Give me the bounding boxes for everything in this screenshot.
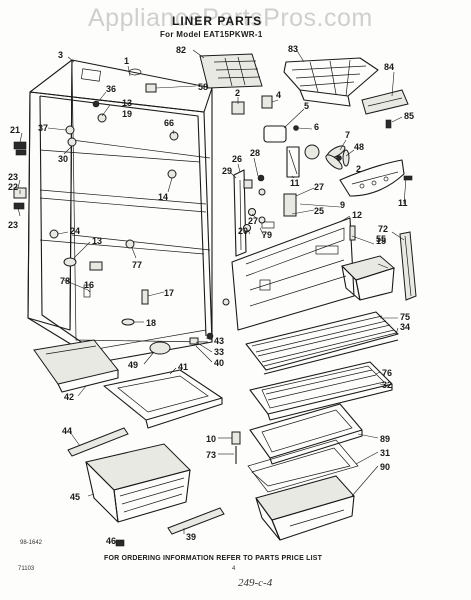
- part-label: 14: [158, 192, 168, 202]
- part-label: 23: [8, 220, 18, 230]
- part-label: 3: [58, 50, 63, 60]
- rear-panel: [231, 217, 356, 331]
- bottom-code: 71103: [18, 566, 35, 572]
- part-label: 15: [376, 236, 386, 246]
- part-label: 13: [122, 98, 132, 108]
- watermark: AppliancePartsPros.com: [88, 4, 373, 32]
- mullion-strip: [399, 231, 417, 301]
- part-label: 5: [304, 101, 309, 111]
- part-label: 25: [314, 206, 324, 216]
- part-label: 49: [128, 360, 138, 370]
- part-label: 83: [288, 44, 298, 54]
- crisper-drawer: [255, 475, 355, 541]
- freezer-basket: [85, 443, 191, 523]
- wire-shelf-top: [245, 311, 399, 375]
- cabinet-small-parts: [13, 83, 179, 326]
- part-label: 85: [404, 111, 414, 121]
- part-label: 11: [290, 178, 300, 188]
- part-label: 44: [62, 426, 72, 436]
- part-label: 27: [314, 182, 324, 192]
- part-label: 36: [106, 84, 116, 94]
- part-number-labels: 3 1 82 83 84 58 2 4 5 85 36 13 19 21 37 …: [8, 44, 414, 546]
- part-label: 2: [235, 88, 240, 98]
- model-subtitle: For Model EAT15PKWR-1: [160, 30, 263, 39]
- handwritten-mark: 249-c-4: [238, 577, 273, 589]
- part-label: 34: [400, 322, 410, 332]
- part-label: 12: [352, 210, 362, 220]
- part-label: 31: [380, 448, 390, 458]
- trim-bracket: [361, 89, 409, 129]
- part-label: 72: [378, 224, 388, 234]
- part-label: 9: [340, 200, 345, 210]
- part-label: 55: [376, 234, 386, 244]
- part-label: 79: [262, 230, 272, 240]
- part-label: 24: [70, 226, 80, 236]
- part-label: 10: [206, 434, 216, 444]
- part-label: 11: [398, 198, 408, 208]
- part-label: 4: [276, 90, 281, 100]
- part-label: 6: [314, 122, 319, 132]
- misc-fasteners: [115, 298, 241, 547]
- part-label: 21: [10, 125, 20, 135]
- part-label: 18: [146, 318, 156, 328]
- part-label: 2: [356, 164, 361, 174]
- drawing-code: 98-1642: [20, 540, 43, 546]
- bottom-rail: [167, 507, 225, 535]
- part-label: 41: [178, 362, 188, 372]
- crisper-cover: [249, 403, 363, 465]
- part-label: 13: [92, 236, 102, 246]
- part-label: 66: [164, 118, 174, 128]
- part-label: 46: [106, 536, 116, 546]
- part-label: 19: [122, 109, 132, 119]
- part-label: 82: [176, 45, 186, 55]
- part-label: 30: [58, 154, 68, 164]
- part-label: 75: [400, 312, 410, 322]
- part-label: 28: [250, 148, 260, 158]
- crisper-frame: [247, 439, 359, 493]
- part-label: 22: [8, 182, 18, 192]
- part-label: 58: [198, 82, 208, 92]
- dairy-bin: [341, 255, 396, 301]
- part-label: 89: [380, 434, 390, 444]
- part-label: 27: [248, 216, 258, 226]
- part-label: 40: [214, 358, 224, 368]
- freezer-tray: [103, 369, 223, 429]
- part-label: 90: [380, 462, 390, 472]
- part-label: 73: [206, 450, 216, 460]
- callout-leaders: [17, 48, 407, 543]
- part-label: 33: [214, 347, 224, 357]
- part-label: 29: [222, 166, 232, 176]
- part-label: 48: [354, 142, 364, 152]
- part-label: 37: [38, 123, 48, 133]
- diagram-title: LINER PARTS: [172, 14, 263, 28]
- fan-assembly: [231, 95, 413, 197]
- part-label: 20: [238, 226, 248, 236]
- page-mark: 4: [232, 566, 236, 572]
- liner-cabinet: [27, 59, 213, 363]
- part-label: 43: [214, 336, 224, 346]
- glass-shelf-frame: [249, 361, 393, 421]
- part-label: 77: [132, 260, 142, 270]
- part-label: 42: [64, 392, 74, 402]
- part-label: 7: [345, 130, 350, 140]
- wire-basket: [283, 57, 379, 107]
- part-label: 45: [70, 492, 80, 502]
- ordering-note: FOR ORDERING INFORMATION REFER TO PARTS …: [104, 555, 323, 562]
- part-label: 23: [8, 172, 18, 182]
- drawer-slide: [67, 427, 129, 457]
- part-label: 76: [382, 368, 392, 378]
- part-label: 84: [384, 62, 394, 72]
- part-label: 78: [60, 276, 70, 286]
- part-label: 17: [164, 288, 174, 298]
- part-label: 32: [382, 380, 392, 390]
- air-duct-column: [233, 169, 297, 257]
- ice-tray: [199, 53, 263, 89]
- freezer-shelf: [33, 339, 119, 393]
- part-label: 39: [186, 532, 196, 542]
- part-label: 16: [84, 280, 94, 290]
- part-label: 1: [124, 56, 129, 66]
- part-label: 26: [232, 154, 242, 164]
